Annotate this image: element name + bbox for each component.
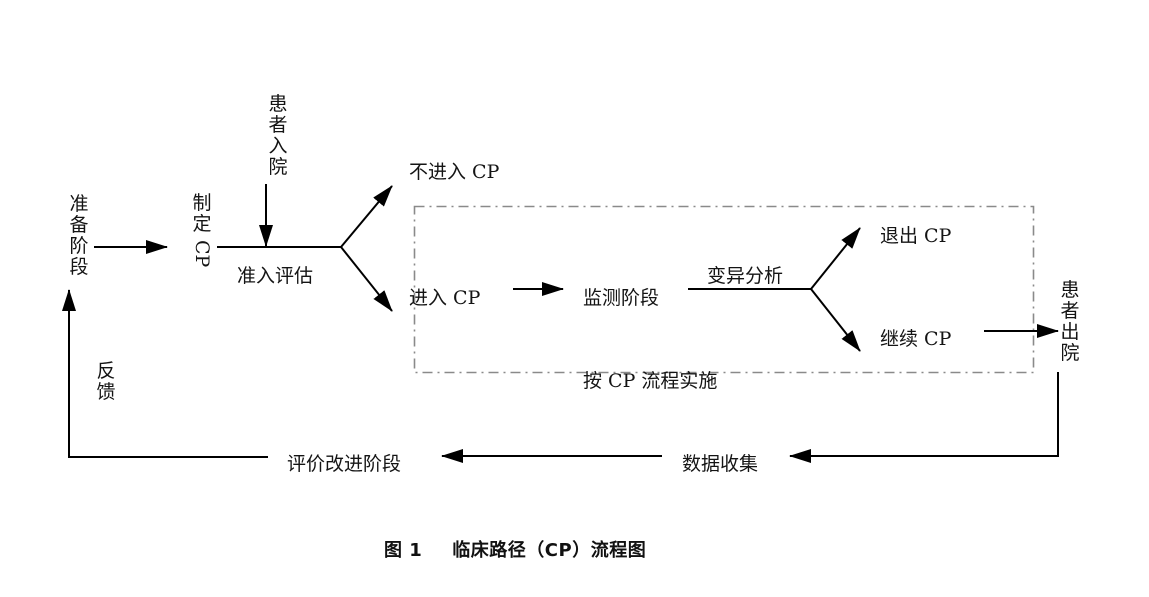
- arrow-to-exit-cp: [810, 227, 861, 290]
- node-prep-stage: 准 备 阶 段: [68, 194, 90, 278]
- figure-caption: 图 1 临床路径（CP）流程图: [384, 536, 646, 562]
- label-variance-analysis: 变异分析: [707, 265, 784, 287]
- prep-char: 阶: [69, 235, 89, 257]
- discharge-char: 院: [1060, 342, 1080, 364]
- discharge-char: 患: [1060, 279, 1080, 301]
- feedback-char: 馈: [96, 381, 116, 403]
- node-monitoring-stage: 监测阶段: [583, 287, 660, 309]
- node-not-enter-cp: 不进入 CP: [409, 161, 500, 183]
- caption-number: 图 1: [384, 540, 423, 561]
- admission-char: 患: [268, 93, 288, 115]
- admission-char: 院: [268, 156, 288, 178]
- arrow-discharge-to-data-collection: [789, 372, 1059, 463]
- formulate-cp-rotated: CP: [191, 240, 213, 268]
- admission-char: 入: [268, 135, 288, 157]
- cp-implementation-box: [413, 205, 1035, 374]
- node-patient-discharge: 患 者 出 院: [1059, 280, 1081, 364]
- prep-char: 准: [69, 193, 89, 215]
- node-data-collection: 数据收集: [682, 453, 759, 475]
- node-enter-cp: 进入 CP: [409, 287, 481, 309]
- arrow-feedback-to-prep: [62, 289, 268, 458]
- admission-char: 者: [268, 114, 288, 136]
- prep-char: 段: [69, 256, 89, 278]
- label-feedback: 反 馈: [95, 361, 117, 403]
- discharge-char: 出: [1060, 321, 1080, 343]
- discharge-char: 者: [1060, 300, 1080, 322]
- node-formulate-cp: 制 定 CP: [191, 192, 213, 268]
- node-continue-cp: 继续 CP: [880, 328, 952, 350]
- label-implement-by-cp: 按 CP 流程实施: [583, 370, 718, 392]
- node-access-evaluation: 准入评估: [237, 265, 314, 287]
- feedback-char: 反: [96, 360, 116, 382]
- prep-char: 备: [69, 214, 89, 236]
- caption-title: 临床路径（CP）流程图: [452, 540, 647, 561]
- arrow-to-not-enter-cp: [340, 185, 393, 248]
- formulate-char: 定: [192, 213, 212, 235]
- node-patient-admission: 患 者 入 院: [267, 94, 289, 178]
- arrow-to-continue-cp: [810, 288, 861, 352]
- formulate-char: 制: [192, 192, 212, 214]
- arrow-to-enter-cp: [340, 246, 393, 312]
- node-evaluation-improvement: 评价改进阶段: [287, 453, 402, 475]
- node-exit-cp: 退出 CP: [880, 225, 952, 247]
